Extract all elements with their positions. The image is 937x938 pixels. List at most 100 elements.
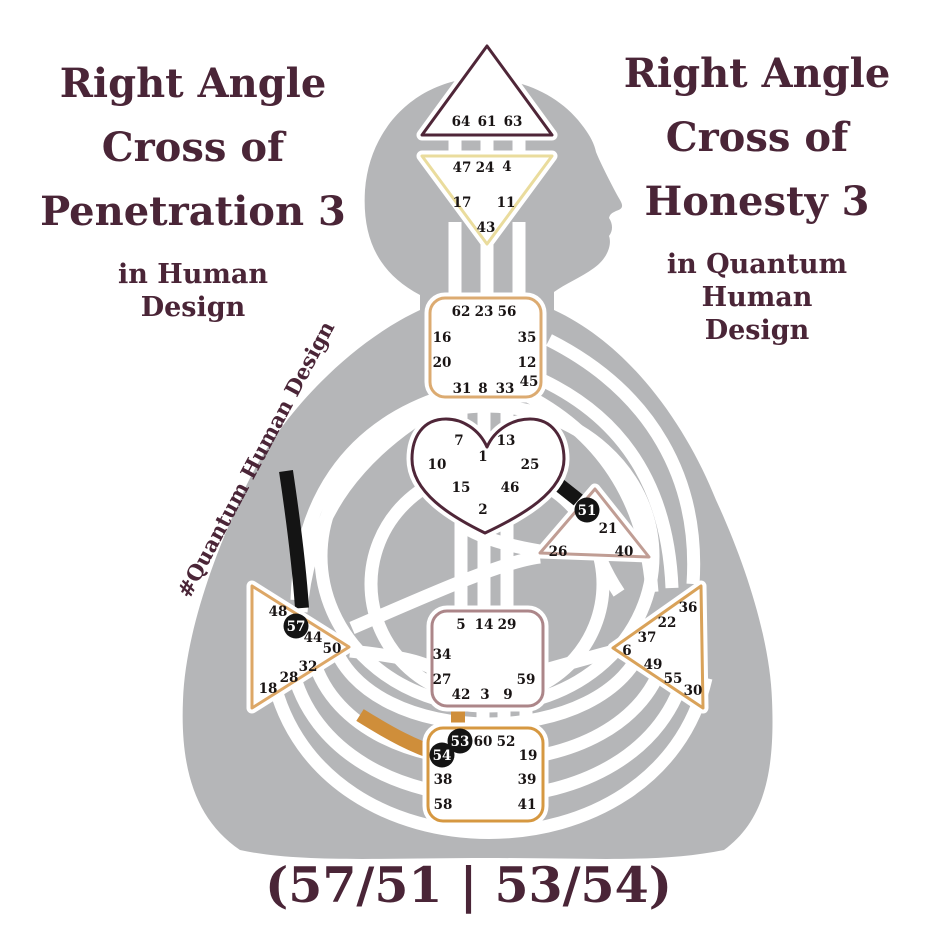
gate-40: 40 xyxy=(615,544,634,560)
title-right-sub1: in Quantum xyxy=(666,249,848,280)
gate-53-circle xyxy=(447,728,473,754)
gate-63: 63 xyxy=(504,114,523,130)
channel-arc-bottom xyxy=(266,676,713,839)
g-center xyxy=(406,413,570,539)
gate-9: 9 xyxy=(503,687,512,703)
title-right-sub2: Human xyxy=(701,282,813,313)
gate-64: 64 xyxy=(452,114,471,130)
gate-30: 30 xyxy=(684,683,703,699)
title-right-line2: Cross of xyxy=(665,114,849,161)
title-left-line1: Right Angle xyxy=(59,60,327,107)
gate-3: 3 xyxy=(480,687,489,703)
gate-55: 55 xyxy=(664,671,683,687)
gate-6: 6 xyxy=(622,643,631,659)
ajna-center xyxy=(416,150,558,250)
title-left-sub2: Design xyxy=(140,292,246,323)
sacral-center xyxy=(426,605,549,712)
gate-44: 44 xyxy=(304,630,323,646)
throat-center xyxy=(424,292,547,403)
gate-46: 46 xyxy=(501,480,520,496)
gate-31: 31 xyxy=(453,381,472,397)
will-center xyxy=(534,483,655,563)
cross-notation: (57/51 | 53/54) xyxy=(265,856,672,914)
title-right: Right Angle Cross of Honesty 3 in Quantu… xyxy=(592,42,922,347)
gate-41: 41 xyxy=(518,797,537,813)
gate-28: 28 xyxy=(280,670,299,686)
channel-57-black xyxy=(279,469,309,609)
gate-1: 1 xyxy=(478,449,487,465)
channel-will-down xyxy=(595,557,625,597)
gate-13: 13 xyxy=(497,433,516,449)
gate-57-circle xyxy=(283,613,309,639)
ajna-center-shape xyxy=(420,154,554,246)
solar-plexus-center xyxy=(607,580,709,714)
gate-37: 37 xyxy=(638,630,657,646)
title-left: Right Angle Cross of Penetration 3 in Hu… xyxy=(28,52,358,324)
title-right-line3: Honesty 3 xyxy=(644,178,870,225)
gate-21: 21 xyxy=(599,521,618,537)
gate-29: 29 xyxy=(498,617,517,633)
gate-45: 45 xyxy=(520,374,539,390)
gate-15: 15 xyxy=(452,480,471,496)
gate-42: 42 xyxy=(452,687,471,703)
gate-35: 35 xyxy=(518,330,537,346)
gate-60: 60 xyxy=(474,734,493,750)
gate-14: 14 xyxy=(475,617,494,633)
gate-22: 22 xyxy=(658,615,677,631)
gate-7: 7 xyxy=(454,433,463,449)
gate-51: 51 xyxy=(578,503,597,519)
gate-27: 27 xyxy=(433,672,452,688)
gate-48: 48 xyxy=(269,604,288,620)
gate-5: 5 xyxy=(456,617,465,633)
gate-24: 24 xyxy=(476,160,495,176)
gate-16: 16 xyxy=(433,330,452,346)
gate-57: 57 xyxy=(287,619,306,635)
gate-19: 19 xyxy=(519,748,538,764)
gate-23: 23 xyxy=(475,304,494,320)
title-left-line2: Cross of xyxy=(101,124,285,171)
gate-58: 58 xyxy=(434,797,453,813)
gate-34: 34 xyxy=(433,647,452,663)
title-left-sub1: in Human xyxy=(117,259,269,290)
gate-49: 49 xyxy=(644,657,663,673)
gate-33: 33 xyxy=(496,381,515,397)
gate-10: 10 xyxy=(428,457,447,473)
channel-throat-solar xyxy=(539,374,679,589)
gate-17: 17 xyxy=(453,195,472,211)
gate-32: 32 xyxy=(299,659,318,675)
gate-8: 8 xyxy=(478,381,487,397)
gate-47: 47 xyxy=(453,160,472,176)
throat-center-shape xyxy=(428,296,543,399)
will-center-shape xyxy=(538,487,651,559)
gate-62: 62 xyxy=(452,304,471,320)
gate-20: 20 xyxy=(433,355,452,371)
title-right-line1: Right Angle xyxy=(623,50,891,97)
gate-38: 38 xyxy=(434,772,453,788)
head-center-shape xyxy=(420,44,554,137)
gate-50: 50 xyxy=(323,641,342,657)
gate-54-circle xyxy=(429,742,455,768)
g-center-shape xyxy=(410,417,566,535)
gate-12: 12 xyxy=(518,355,537,371)
gate-25: 25 xyxy=(521,457,540,473)
gate-53: 53 xyxy=(451,734,470,750)
gate-36: 36 xyxy=(679,600,698,616)
title-left-line3: Penetration 3 xyxy=(40,188,346,235)
gate-numbers: 64 61 63 47 24 4 17 11 43 62 23 56 16 35… xyxy=(259,114,703,813)
gate-43: 43 xyxy=(477,220,496,236)
channel-sacral-solar xyxy=(540,644,616,678)
gate-59: 59 xyxy=(517,672,536,688)
gate-51-circle xyxy=(574,497,600,523)
solar-plexus-center-shape xyxy=(611,584,705,710)
gate-56: 56 xyxy=(498,304,517,320)
channel-throat-solar xyxy=(546,334,701,585)
gate-39: 39 xyxy=(518,772,537,788)
gate-2: 2 xyxy=(478,502,487,518)
gate-54: 54 xyxy=(433,748,452,764)
channel-spleen-will xyxy=(349,550,541,634)
gate-11: 11 xyxy=(497,195,516,211)
gate-18: 18 xyxy=(259,681,278,697)
gate-52: 52 xyxy=(497,734,516,750)
